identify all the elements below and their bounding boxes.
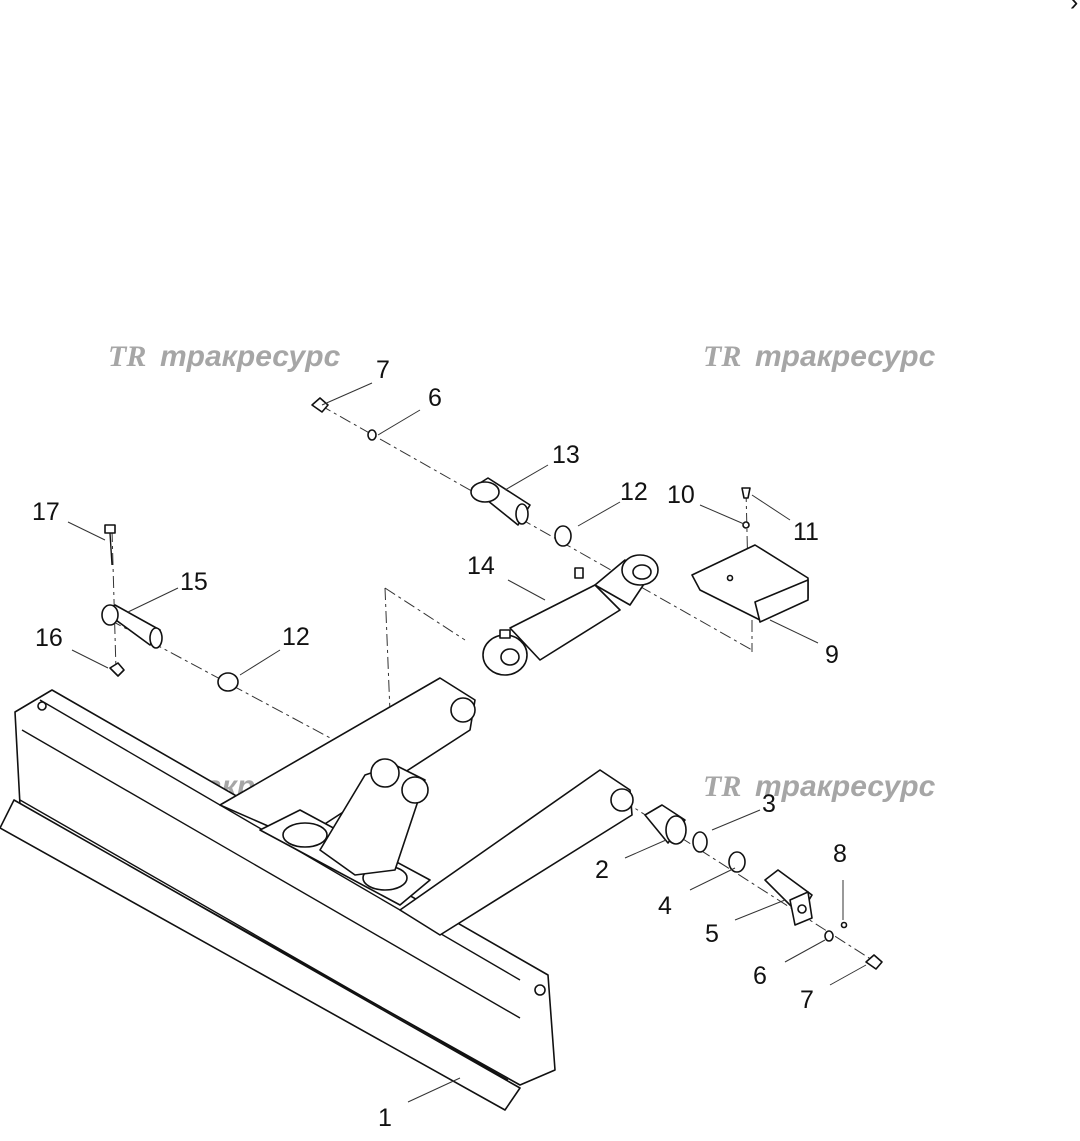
callout-14: 14 <box>467 552 495 580</box>
callout-6-lower: 6 <box>753 962 767 990</box>
callout-12-left: 12 <box>282 623 310 651</box>
dozer-blade <box>0 689 556 1111</box>
lock-washer-small <box>742 521 750 529</box>
watermark-text: тракресурс <box>160 340 341 373</box>
lock-washer-upper <box>367 429 377 441</box>
spacer-ring-upper <box>554 525 572 547</box>
nut <box>109 662 125 677</box>
hydraulic-cylinder <box>482 554 659 676</box>
callout-5: 5 <box>705 920 719 948</box>
bolt-lower <box>865 954 883 970</box>
callout-7-upper: 7 <box>376 356 390 384</box>
callout-8: 8 <box>833 840 847 868</box>
cylinder-pin <box>470 477 531 526</box>
bushing <box>644 804 687 845</box>
watermark-top-left: TR тракресурс <box>108 340 341 373</box>
watermark-logo: TR <box>703 340 741 373</box>
callout-12-upper: 12 <box>620 478 648 506</box>
callout-3: 3 <box>762 790 776 818</box>
callout-11: 11 <box>793 518 819 546</box>
callout-1: 1 <box>378 1104 392 1132</box>
watermark-top-right: TR тракресурс <box>703 340 936 373</box>
callout-labels: 1 2 3 4 5 6 6 7 7 8 9 10 11 12 12 13 14 … <box>32 356 847 1132</box>
screw-small <box>741 487 751 499</box>
callout-13: 13 <box>552 441 580 469</box>
callout-9: 9 <box>825 641 839 669</box>
lock-pin <box>840 921 848 929</box>
bracket <box>691 544 809 623</box>
callout-4: 4 <box>658 892 672 920</box>
lock-washer-lower <box>824 930 834 942</box>
long-bolt <box>104 524 116 566</box>
callout-15: 15 <box>180 568 208 596</box>
blade-pin <box>101 604 163 649</box>
watermark-middle-right: TR тракресурс <box>703 770 936 803</box>
leader-lines <box>67 382 867 1103</box>
watermark-logo: TR <box>108 340 146 373</box>
callout-16: 16 <box>35 624 63 652</box>
spacer-ring-left <box>217 672 239 692</box>
watermark-text: тракресурс <box>755 770 936 803</box>
snap-ring <box>692 831 708 853</box>
callout-2: 2 <box>595 856 609 884</box>
pin-with-plate <box>764 869 813 926</box>
callout-7-lower: 7 <box>800 986 814 1014</box>
bolt-upper <box>311 397 329 413</box>
washer <box>728 851 746 873</box>
callout-6-upper: 6 <box>428 384 442 412</box>
callout-10: 10 <box>667 481 695 509</box>
watermark-logo: TR <box>703 770 741 803</box>
watermark-text: тракресурс <box>755 340 936 373</box>
callout-17: 17 <box>32 498 60 526</box>
push-frame <box>219 677 634 936</box>
corner-mark: › <box>1070 0 1078 16</box>
